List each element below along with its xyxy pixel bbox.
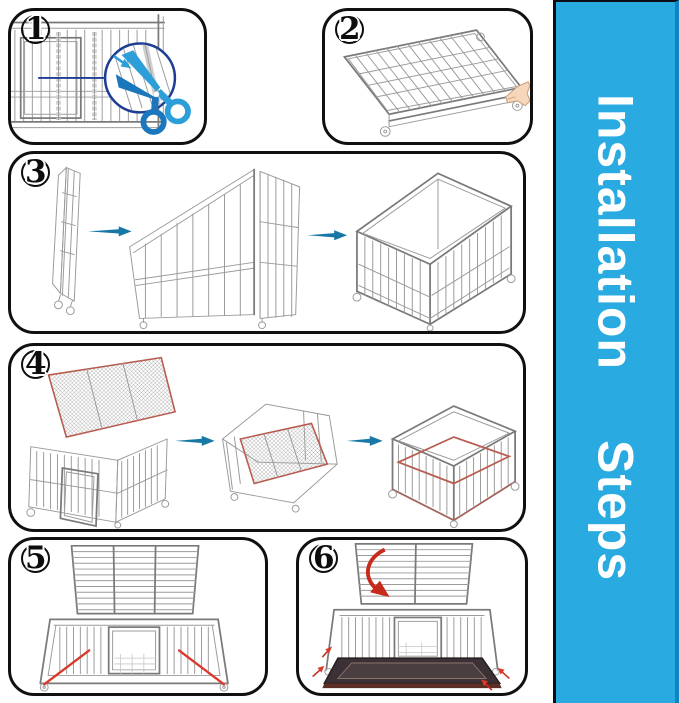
badge-circle xyxy=(335,15,364,44)
step-number: 6 xyxy=(313,540,335,576)
arrow-right-icon xyxy=(88,226,132,237)
crate-body-art xyxy=(39,618,229,692)
step-number-badge: 4 xyxy=(18,346,54,387)
step-panel-1: 1 xyxy=(8,8,207,145)
floor-highlight-outline xyxy=(391,436,516,522)
sidebar-title: Installation Steps xyxy=(556,94,675,654)
step-1-illustration xyxy=(11,13,191,135)
caster-wheel xyxy=(379,32,523,137)
red-arrow-icon xyxy=(312,646,510,691)
step-number-badge: 5 xyxy=(18,540,54,581)
arrow-right-icon xyxy=(347,435,383,446)
step-number-badge: 1 xyxy=(18,11,54,52)
step-number: 3 xyxy=(25,154,47,190)
assembled-crate-art xyxy=(388,405,520,529)
zip-ties xyxy=(56,32,97,121)
step-5-illustration xyxy=(39,544,229,692)
step-number-badge: 3 xyxy=(18,154,54,195)
arrow-right-icon xyxy=(175,435,215,446)
step-number-badge: 6 xyxy=(306,540,342,581)
cut-direction-arrow xyxy=(113,54,132,69)
step-number: 1 xyxy=(25,11,47,47)
sidebar: Installation Steps xyxy=(553,0,679,703)
flat-crate-art xyxy=(342,29,523,137)
step-2-illustration xyxy=(342,29,530,137)
floor-highlight-lines xyxy=(43,649,226,686)
lid-inside-crate-art xyxy=(221,403,338,513)
crate-body-art xyxy=(324,608,500,676)
folded-stack-art xyxy=(52,166,81,316)
open-crate-art xyxy=(352,172,516,331)
floor-grid xyxy=(397,642,438,657)
open-lid-art xyxy=(354,543,474,605)
step-3-illustration xyxy=(52,166,516,331)
step-number: 2 xyxy=(339,11,361,47)
pointing-hand-icon xyxy=(505,81,530,107)
step-number-badge: 2 xyxy=(332,11,368,52)
step-panel-3: 3 xyxy=(8,151,526,334)
sidebar-title-word-2: Steps xyxy=(587,439,644,581)
step-panel-4: 4 xyxy=(8,343,526,532)
badge-circle xyxy=(21,15,50,44)
badge-circle xyxy=(309,544,338,573)
scissors-icon xyxy=(115,50,191,135)
step-6-illustration xyxy=(312,543,510,691)
step-panel-6: 6 xyxy=(296,537,528,696)
step-number: 5 xyxy=(25,540,47,576)
tray xyxy=(322,657,502,689)
curved-arrow-icon xyxy=(365,547,390,598)
step-number: 4 xyxy=(25,346,47,382)
step-panel-5: 5 xyxy=(8,537,268,696)
step-4-illustration xyxy=(26,356,520,529)
half-unfolded-art xyxy=(129,168,301,330)
mesh-top-panel xyxy=(47,356,177,438)
open-lid-art xyxy=(70,544,200,615)
arrow-right-icon xyxy=(307,230,348,241)
sidebar-title-word-1: Installation xyxy=(587,94,644,370)
crate-with-lid-art xyxy=(26,356,177,529)
badge-circle xyxy=(21,158,50,187)
step-panel-2: 2 xyxy=(322,8,533,145)
floor-grid xyxy=(114,653,156,675)
mesh-top-panel xyxy=(239,422,329,485)
badge-circle xyxy=(21,350,50,379)
badge-circle xyxy=(21,544,50,573)
crate-wall-art xyxy=(11,13,166,131)
